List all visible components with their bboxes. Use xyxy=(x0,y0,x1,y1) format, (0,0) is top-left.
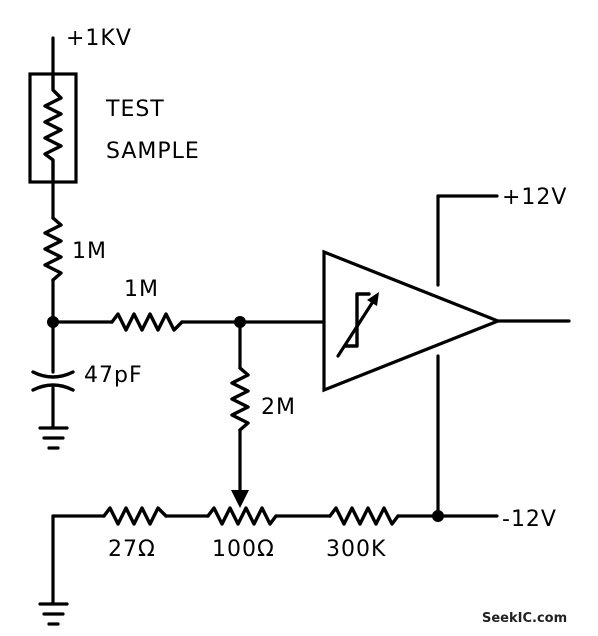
test-sample-resistor xyxy=(43,72,63,184)
variable-arrow-head xyxy=(367,292,379,306)
potentiometer-wiper-arrow xyxy=(231,490,249,508)
comparator-amplifier xyxy=(322,249,503,393)
potentiometer-100-ohm-label: 100Ω xyxy=(212,537,275,562)
capacitor-label: 47pF xyxy=(84,363,143,388)
resistor-2m xyxy=(230,366,250,432)
pos-supply-label: +12V xyxy=(502,185,567,210)
neg-supply-label: -12V xyxy=(502,507,557,532)
ground-symbol-top xyxy=(38,426,69,450)
test-sample-label-line1: TEST xyxy=(105,97,165,122)
schmitt-hysteresis-symbol xyxy=(343,292,371,348)
variable-arrow-line xyxy=(336,298,376,358)
capacitor-plate-bottom xyxy=(31,383,75,392)
resistor-300k xyxy=(328,506,400,526)
resistor-2m-label: 2M xyxy=(261,395,296,420)
hv-supply-label: +1KV xyxy=(66,26,132,51)
watermark: SeekIC.com xyxy=(482,611,567,626)
ground-symbol-bottom xyxy=(38,602,69,626)
test-sample-label-line2: SAMPLE xyxy=(106,139,200,164)
resistor-1m-horizontal-label: 1M xyxy=(124,277,159,302)
capacitor-plate-top xyxy=(31,370,75,379)
resistor-1m-horizontal xyxy=(110,312,184,332)
resistor-300k-label: 300K xyxy=(326,537,386,562)
resistor-1m-vertical xyxy=(43,216,63,282)
resistor-27-ohm xyxy=(102,506,168,526)
resistor-1m-vertical-label: 1M xyxy=(72,239,107,264)
resistor-27-ohm-label: 27Ω xyxy=(108,537,156,562)
potentiometer-100-ohm xyxy=(206,506,278,526)
